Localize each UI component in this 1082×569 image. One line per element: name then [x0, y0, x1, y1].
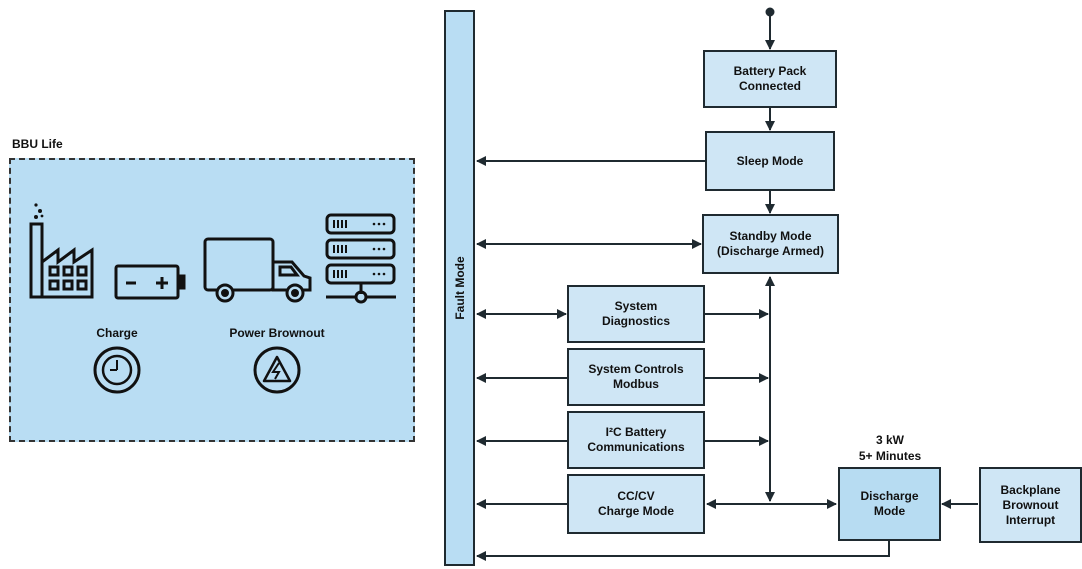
server-rack-dots — [372, 222, 386, 276]
bbu-life-title: BBU Life — [12, 137, 63, 151]
node-sleep-mode: Sleep Mode — [705, 131, 835, 191]
truck-icon — [203, 237, 312, 303]
server-rack-icon — [325, 213, 396, 304]
factory-icon — [29, 222, 94, 299]
node-system-diagnostics: System Diagnostics — [567, 285, 705, 343]
node-standby-mode: Standby Mode (Discharge Armed) — [702, 214, 839, 274]
node-system-controls: System Controls Modbus — [567, 348, 705, 406]
node-backplane-label: Backplane Brownout Interrupt — [1000, 482, 1061, 527]
node-cccv-charge: CC/CV Charge Mode — [567, 474, 705, 534]
node-battery-pack-label: Battery Pack Connected — [733, 64, 807, 93]
node-battery-pack-connected: Battery Pack Connected — [703, 50, 837, 108]
node-controls-label: System Controls Modbus — [588, 362, 684, 391]
node-cccv-label: CC/CV Charge Mode — [597, 489, 674, 518]
discharge-duration: 5+ Minutes — [858, 449, 922, 463]
fault-mode-bar — [444, 10, 475, 566]
node-diagnostics-label: System Diagnostics — [601, 299, 670, 328]
bbu-life-panel — [9, 158, 415, 442]
node-backplane-brownout: Backplane Brownout Interrupt — [979, 467, 1082, 543]
node-discharge-mode: Discharge Mode — [838, 467, 941, 541]
discharge-power: 3 kW — [875, 433, 904, 447]
server-rack-details — [333, 220, 347, 278]
node-sleep-label: Sleep Mode — [736, 153, 804, 168]
battery-icon — [114, 264, 186, 300]
node-i2c-label: I²C Battery Communications — [587, 425, 685, 454]
charge-label: Charge — [96, 326, 138, 340]
node-standby-label: Standby Mode (Discharge Armed) — [717, 229, 824, 258]
node-i2c-battery: I²C Battery Communications — [567, 411, 705, 469]
power-brownout-label: Power Brownout — [229, 326, 325, 340]
clock-icon — [93, 346, 141, 394]
smoke-icon — [34, 203, 44, 219]
node-discharge-label: Discharge Mode — [860, 489, 919, 518]
entry-dot — [765, 7, 775, 17]
edge-discharge-fault — [476, 541, 890, 561]
warning-bolt-icon — [253, 346, 301, 394]
